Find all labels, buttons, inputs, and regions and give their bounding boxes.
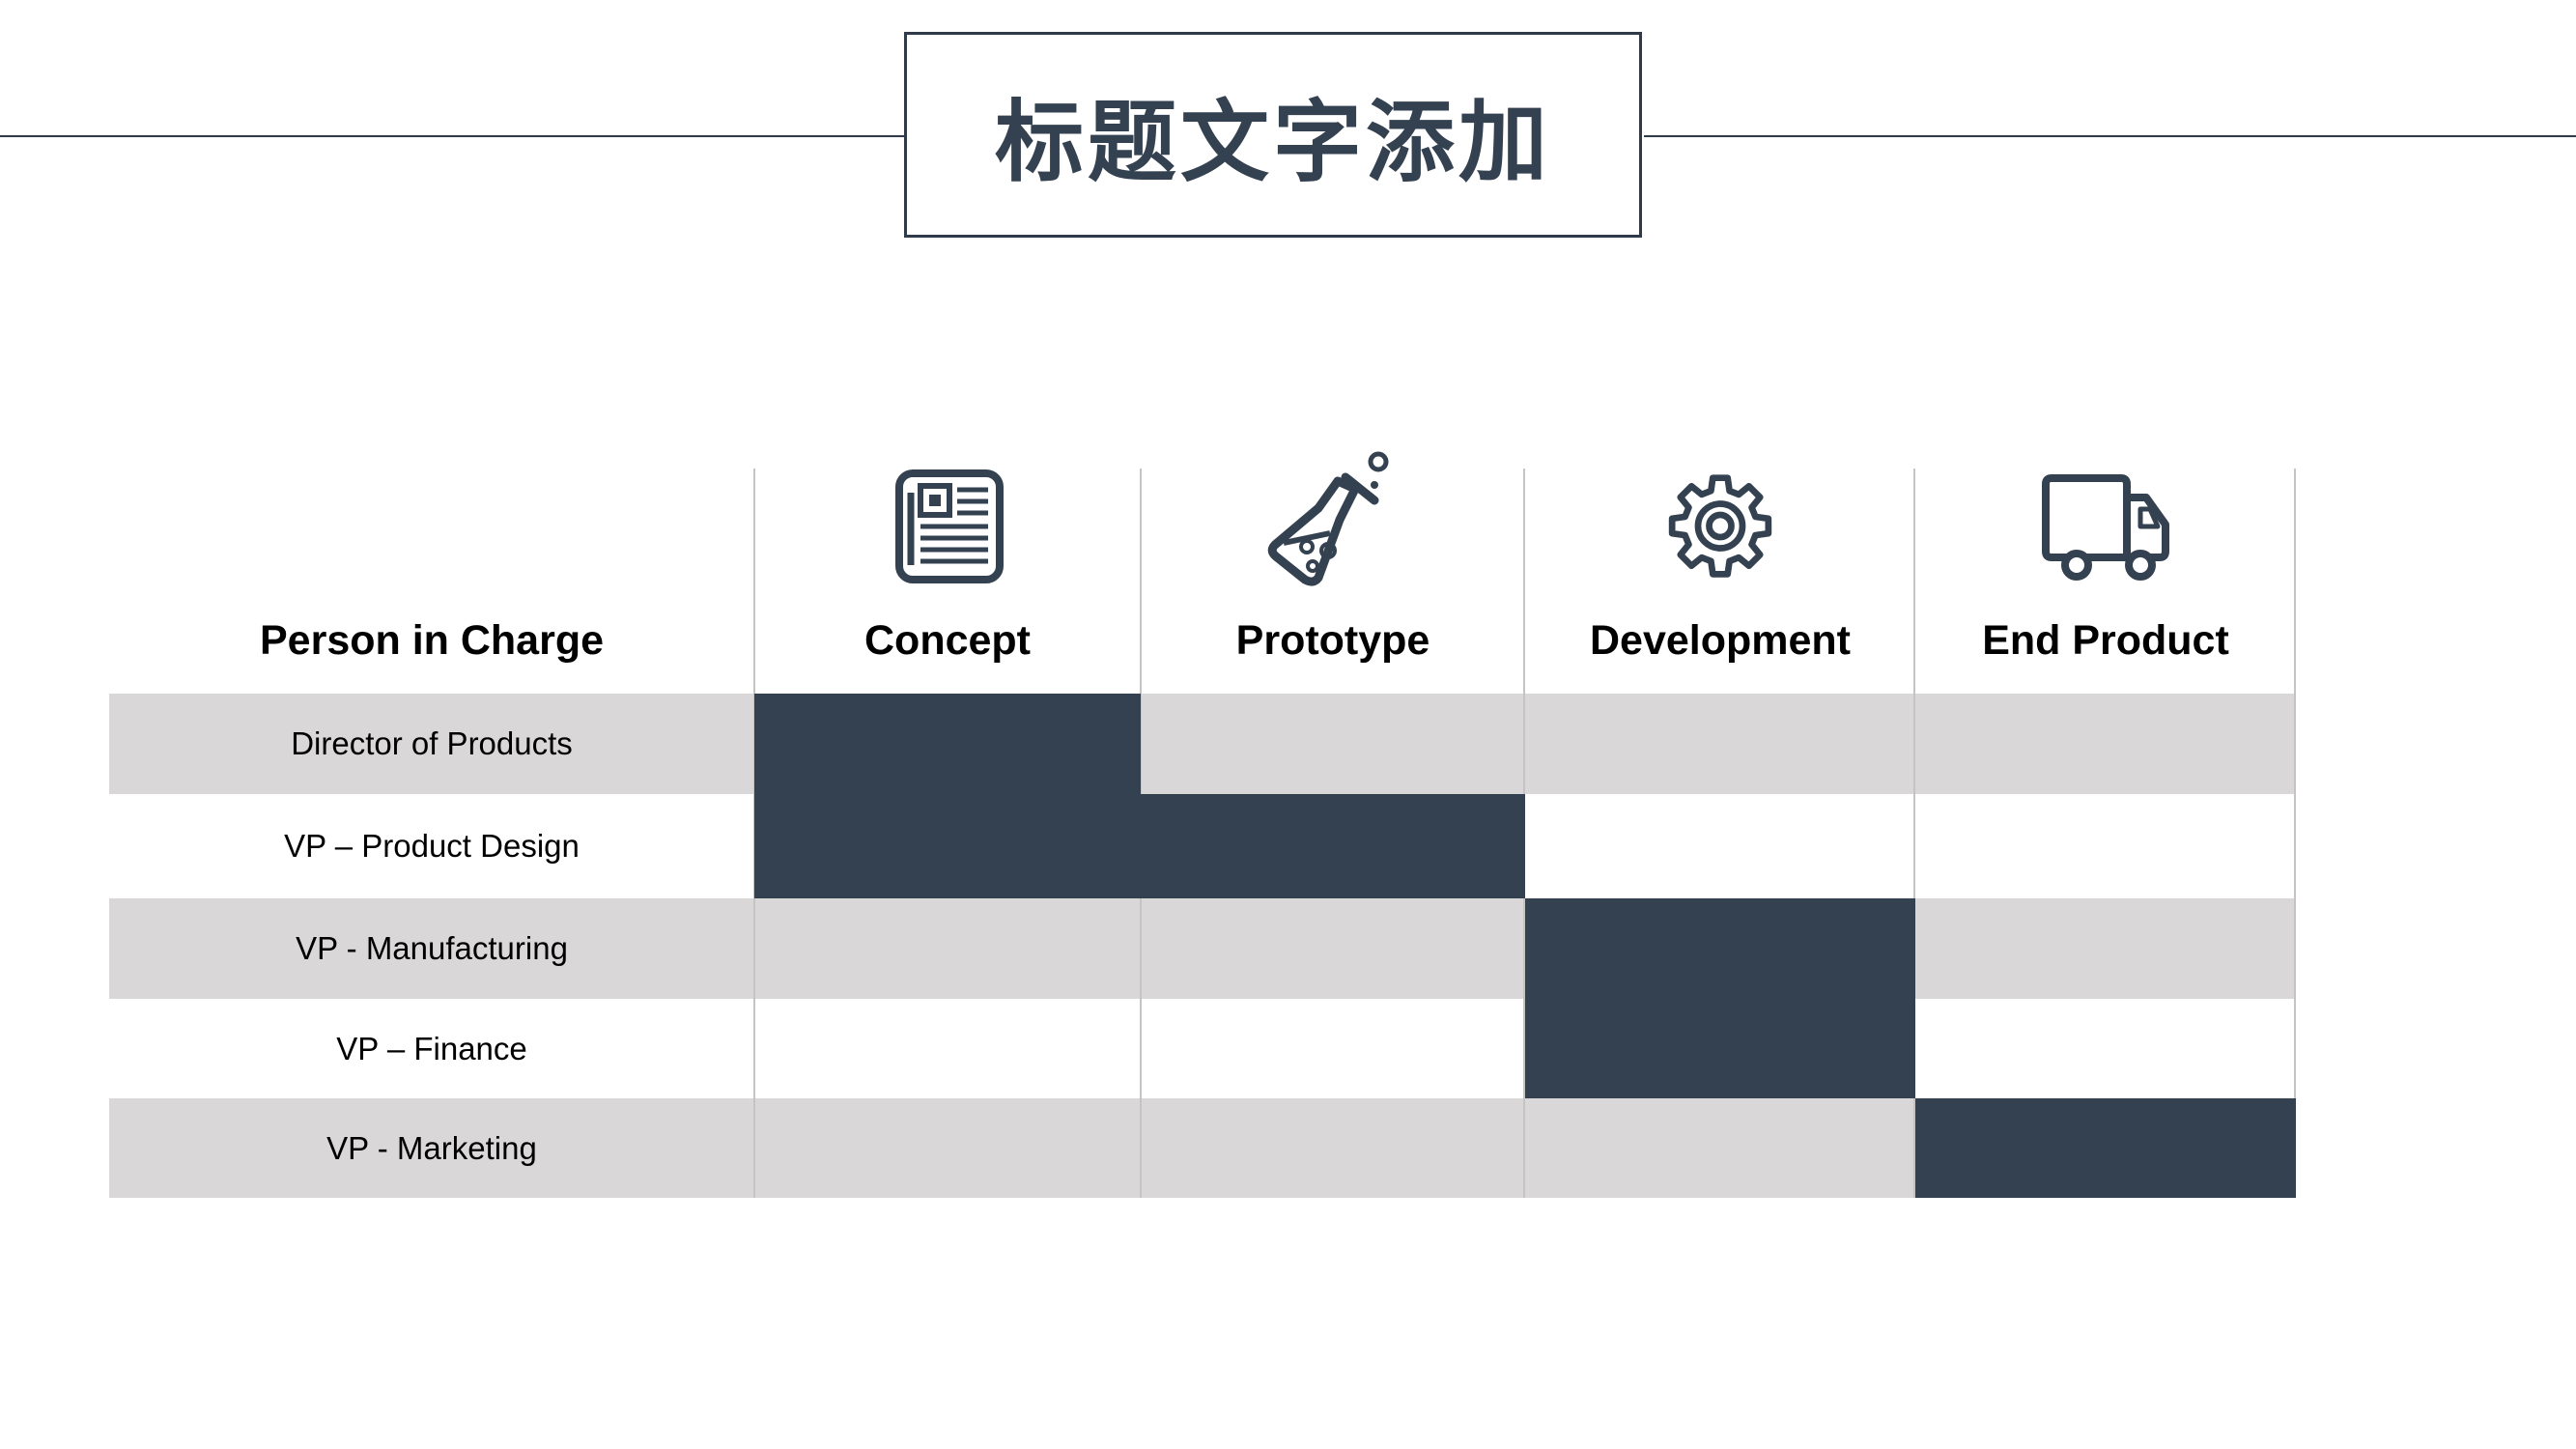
header-label: Person in Charge [259, 617, 605, 664]
stage-label: Concept [864, 617, 1031, 664]
stage-label: End Product [1982, 617, 2229, 664]
row-label-person: VP - Marketing [326, 1129, 537, 1166]
header-stage-concept: Concept [754, 469, 1141, 694]
responsibility-cell-filled [1525, 999, 1915, 1098]
responsibility-cell-filled [754, 794, 1141, 898]
row-label-person: VP – Product Design [284, 828, 580, 864]
header-stage-prototype: Prototype [1141, 451, 1525, 694]
gear-icon [1665, 470, 1776, 586]
row-label-person: VP - Manufacturing [296, 930, 568, 966]
table-row-background [109, 898, 2295, 999]
row-label-person: VP – Finance [336, 1030, 527, 1066]
title-rule-right [1644, 135, 2576, 137]
stage-label: Prototype [1235, 617, 1430, 664]
responsibility-cell-filled [1141, 794, 1525, 898]
newspaper-icon [890, 469, 1005, 589]
page-title: 标题文字添加 [994, 91, 1551, 194]
responsibility-cell-filled [1915, 1098, 2296, 1198]
header-stage-development: Development [1525, 469, 1915, 694]
title-box: 标题文字添加 [904, 32, 1642, 238]
row-label-person: Director of Products [291, 725, 573, 761]
column-divider [2294, 469, 2296, 1198]
flask-icon [1260, 444, 1405, 594]
responsibility-cell-filled [1525, 898, 1915, 999]
table-row-background [109, 694, 2295, 794]
column-divider [1913, 469, 1915, 1198]
responsibility-cell-filled [754, 694, 1141, 794]
stage-label: Development [1589, 617, 1851, 664]
title-rule-left [0, 135, 906, 137]
truck-icon [2038, 469, 2173, 589]
header-stage-end-product: End Product [1915, 469, 2296, 694]
header-person-in-charge: Person in Charge [109, 469, 754, 694]
